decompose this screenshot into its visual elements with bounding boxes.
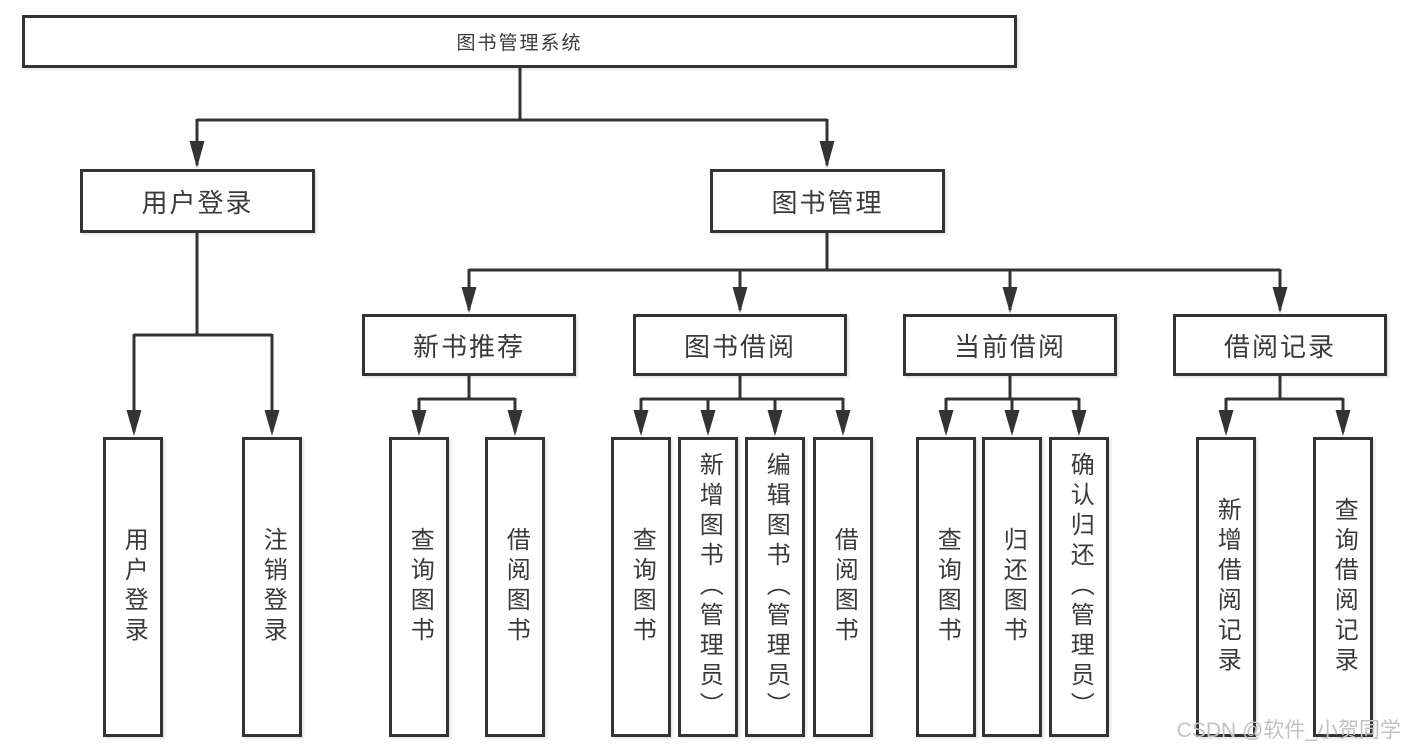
leaf-add-book-admin: 新增图书（管理员）: [678, 437, 738, 737]
leaf-return-books: 归还图书: [982, 437, 1042, 737]
node-label: 图书管理: [771, 187, 884, 218]
node-label: 查询图书: [406, 527, 434, 647]
node-label: 新书推荐: [412, 331, 525, 362]
node-label: 查询图书: [628, 527, 656, 647]
node-label: 新增图书（管理员）: [695, 452, 723, 722]
leaf-query-borrow-record: 查询借阅记录: [1313, 437, 1373, 737]
node-current-borrowing: 当前借阅: [903, 314, 1117, 376]
node-library-system: 图书管理系统: [22, 15, 1017, 68]
node-book-borrowing: 图书借阅: [633, 314, 847, 376]
node-label: 当前借阅: [953, 331, 1066, 362]
arrowhead-icons: [126, 141, 1351, 436]
leaf-query-books-newbook: 查询图书: [389, 437, 449, 737]
node-new-book-recommendation: 新书推荐: [362, 314, 576, 376]
node-label: 编辑图书（管理员）: [762, 452, 790, 722]
leaf-edit-book-admin: 编辑图书（管理员）: [745, 437, 805, 737]
node-label: 新增借阅记录: [1213, 497, 1241, 677]
node-label: 用户登录: [120, 527, 148, 647]
leaf-query-books-borrowing: 查询图书: [611, 437, 671, 737]
leaf-borrow-books-newbook: 借阅图书: [485, 437, 545, 737]
node-user-login: 用户登录: [80, 169, 315, 233]
leaf-confirm-return-admin: 确认归还（管理员）: [1049, 437, 1109, 737]
node-label: 图书管理系统: [456, 33, 583, 54]
node-label: 查询图书: [933, 527, 961, 647]
leaf-logout: 注销登录: [242, 437, 302, 737]
node-label: 借阅图书: [830, 527, 858, 647]
leaf-user-login: 用户登录: [103, 437, 163, 737]
node-label: 注销登录: [259, 527, 287, 647]
node-label: 用户登录: [141, 187, 254, 218]
node-book-management: 图书管理: [710, 169, 945, 233]
node-label: 图书借阅: [683, 331, 796, 362]
node-label: 查询借阅记录: [1330, 497, 1358, 677]
leaf-borrow-books-borrowing: 借阅图书: [813, 437, 873, 737]
node-label: 确认归还（管理员）: [1066, 452, 1094, 722]
node-label: 借阅图书: [502, 527, 530, 647]
leaf-query-books-current: 查询图书: [916, 437, 976, 737]
csdn-watermark: CSDN @软件_小贺同学: [1176, 719, 1401, 742]
node-label: 借阅记录: [1223, 331, 1336, 362]
node-label: 归还图书: [999, 527, 1027, 647]
leaf-add-borrow-record: 新增借阅记录: [1196, 437, 1256, 737]
node-borrowing-records: 借阅记录: [1173, 314, 1387, 376]
